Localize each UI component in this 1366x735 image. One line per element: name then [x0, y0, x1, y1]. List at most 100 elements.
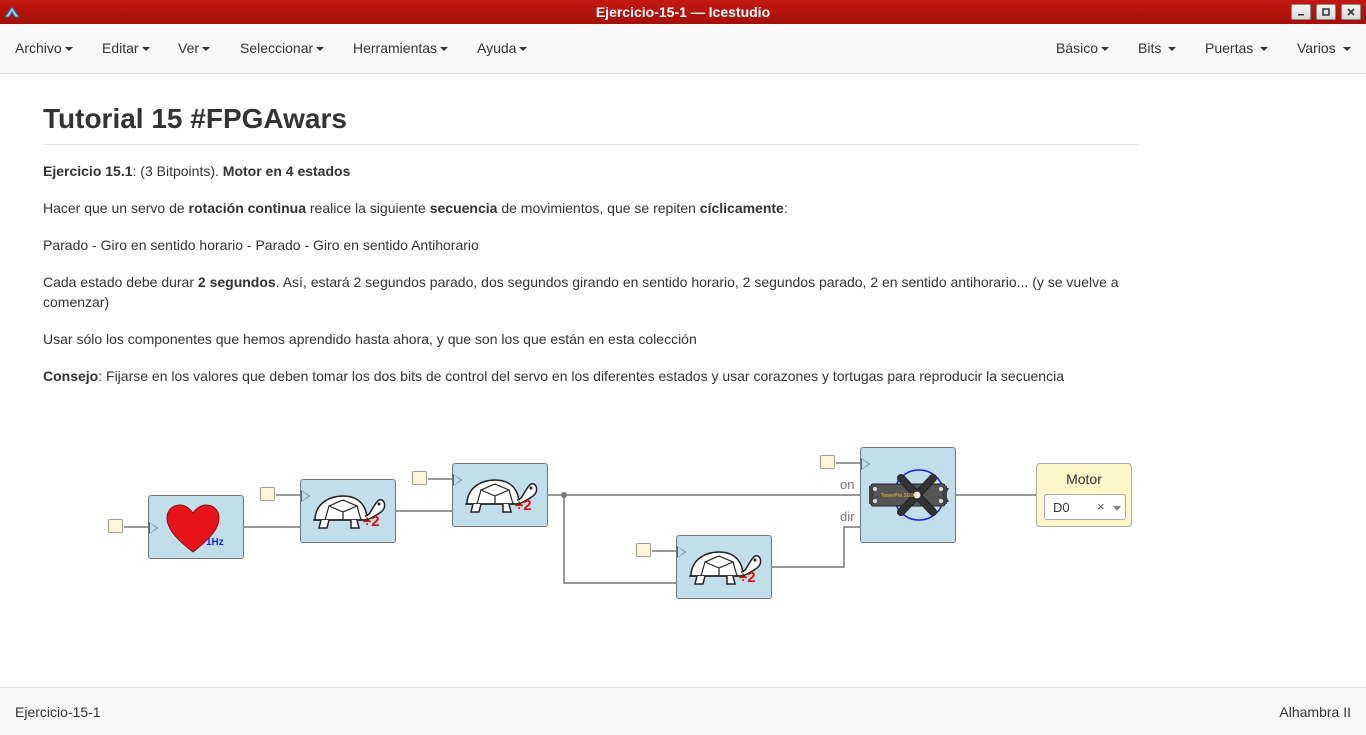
menu-varios-label: Varios: [1297, 40, 1336, 56]
paragraph-description: Hacer que un servo de rotación continua …: [43, 198, 1139, 218]
pin-select[interactable]: D0 ×: [1044, 494, 1126, 520]
menu-seleccionar-label: Seleccionar: [240, 40, 314, 56]
text-span: Cada estado debe durar: [43, 274, 198, 290]
caret-down-icon: [316, 47, 325, 52]
pin-select-value: D0: [1053, 500, 1070, 515]
pin-label-on: on: [840, 477, 855, 492]
divider-label: ÷2: [515, 497, 532, 514]
menu-editar-label: Editar: [102, 40, 139, 56]
maximize-button[interactable]: [1316, 4, 1336, 20]
close-icon: [1347, 8, 1355, 16]
menu-bits[interactable]: Bits: [1138, 40, 1177, 56]
clock-input-port[interactable]: [820, 455, 835, 469]
clock-pin-icon: [453, 474, 462, 486]
caret-down-icon: [1260, 47, 1269, 52]
divider-label: ÷2: [739, 569, 756, 586]
text-span: . Así, estará 2 segundos parado, dos seg…: [43, 274, 1119, 310]
divider-block[interactable]: ÷2: [676, 535, 772, 599]
frequency-label: 1Hz: [206, 537, 224, 548]
divider-block[interactable]: ÷2: [300, 479, 396, 543]
caret-down-icon: [64, 47, 73, 52]
minimize-button[interactable]: [1291, 4, 1311, 20]
output-block-motor[interactable]: Motor D0 ×: [1036, 463, 1132, 527]
text-span: realice la siguiente: [305, 200, 430, 216]
wire: [772, 526, 860, 568]
status-bar: Ejercicio-15-1 Alhambra II: [0, 687, 1366, 735]
output-name: Motor: [1066, 471, 1102, 487]
caret-down-icon: [519, 47, 528, 52]
caret-down-icon: [1342, 47, 1351, 52]
heartbeat-1hz-block[interactable]: 1Hz: [148, 495, 244, 559]
caret-down-icon: [141, 47, 150, 52]
caret-down-icon: [440, 47, 449, 52]
wire-junction: [561, 492, 567, 498]
clock-pin-icon: [677, 546, 686, 558]
clock-input-port[interactable]: [260, 487, 275, 501]
menu-ayuda[interactable]: Ayuda: [477, 40, 528, 56]
clock-input-port[interactable]: [636, 543, 651, 557]
menu-basico-label: Básico: [1056, 40, 1099, 56]
paragraph-components: Usar sólo los componentes que hemos apre…: [43, 331, 697, 347]
menu-ayuda-label: Ayuda: [477, 40, 517, 56]
menu-bits-label: Bits: [1138, 40, 1162, 56]
paragraph-duration: Cada estado debe durar 2 segundos. Así, …: [43, 272, 1139, 312]
pin-label-dir: dir: [840, 509, 855, 524]
heart-icon: [166, 504, 220, 553]
caret-down-icon: [1168, 47, 1177, 52]
maximize-icon: [1322, 8, 1330, 16]
turtle-icon: [313, 495, 386, 529]
text-bold: Consejo: [43, 368, 99, 384]
clock-pin-icon: [301, 490, 310, 502]
board-name[interactable]: Alhambra II: [1279, 704, 1351, 720]
text-bold: secuencia: [429, 200, 498, 216]
icestudio-app-icon: [4, 6, 20, 18]
menu-basico[interactable]: Básico: [1056, 40, 1110, 56]
caret-down-icon: [202, 47, 211, 52]
menu-herramientas[interactable]: Herramientas: [353, 40, 449, 56]
servo-chip-text: TowerPro SG90: [881, 493, 917, 499]
minimize-icon: [1298, 14, 1304, 16]
caret-down-icon: [1101, 47, 1110, 52]
menu-bar: Archivo Editar Ver Seleccionar Herramien…: [0, 24, 1366, 74]
text-bold: rotación continua: [188, 200, 306, 216]
exercise-name: Motor en 4 estados: [222, 163, 351, 179]
text-span: : Fijarse en los valores que deben tomar…: [98, 368, 1064, 384]
window-title: Ejercicio-15-1 — Icestudio: [595, 4, 771, 20]
servo-motor-icon: TowerPro SG90: [869, 469, 949, 521]
exercise-points: : (3 Bitpoints).: [132, 163, 223, 179]
divider-label: ÷2: [363, 513, 380, 530]
clear-selection-icon[interactable]: ×: [1097, 499, 1105, 514]
menu-archivo-label: Archivo: [15, 40, 62, 56]
menu-seleccionar[interactable]: Seleccionar: [240, 40, 325, 56]
menu-puertas[interactable]: Puertas: [1205, 40, 1269, 56]
turtle-icon: [465, 479, 538, 513]
menu-ver-label: Ver: [178, 40, 200, 56]
turtle-icon: [689, 551, 762, 585]
text-span: :: [783, 200, 788, 216]
menu-archivo[interactable]: Archivo: [15, 40, 73, 56]
servo-block[interactable]: TowerPro SG90: [860, 447, 956, 543]
menu-herramientas-label: Herramientas: [353, 40, 438, 56]
project-name: Ejercicio-15-1: [15, 704, 101, 720]
divider-block[interactable]: ÷2: [452, 463, 548, 527]
menu-ver[interactable]: Ver: [178, 40, 211, 56]
clock-input-port[interactable]: [412, 471, 427, 485]
clock-pin-icon: [861, 458, 870, 470]
menu-editar[interactable]: Editar: [102, 40, 150, 56]
wire: [563, 495, 676, 584]
chevron-down-icon: [1113, 506, 1121, 511]
text-bold: cíclicamente: [699, 200, 784, 216]
paragraph-sequence: Parado - Giro en sentido horario - Parad…: [43, 237, 479, 253]
menu-puertas-label: Puertas: [1205, 40, 1254, 56]
text-bold: 2 segundos: [197, 274, 276, 290]
clock-pin-icon: [149, 522, 158, 534]
menu-varios[interactable]: Varios: [1297, 40, 1351, 56]
clock-input-port[interactable]: [108, 519, 123, 533]
paragraph-exercise: Ejercicio 15.1: (3 Bitpoints). Motor en …: [43, 161, 1139, 181]
paragraph-tip: Consejo: Fijarse en los valores que debe…: [43, 366, 1139, 386]
close-button[interactable]: [1341, 4, 1361, 20]
info-panel: Tutorial 15 #FPGAwars Ejercicio 15.1: (3…: [43, 74, 1139, 386]
window-titlebar: Ejercicio-15-1 — Icestudio: [0, 0, 1366, 24]
